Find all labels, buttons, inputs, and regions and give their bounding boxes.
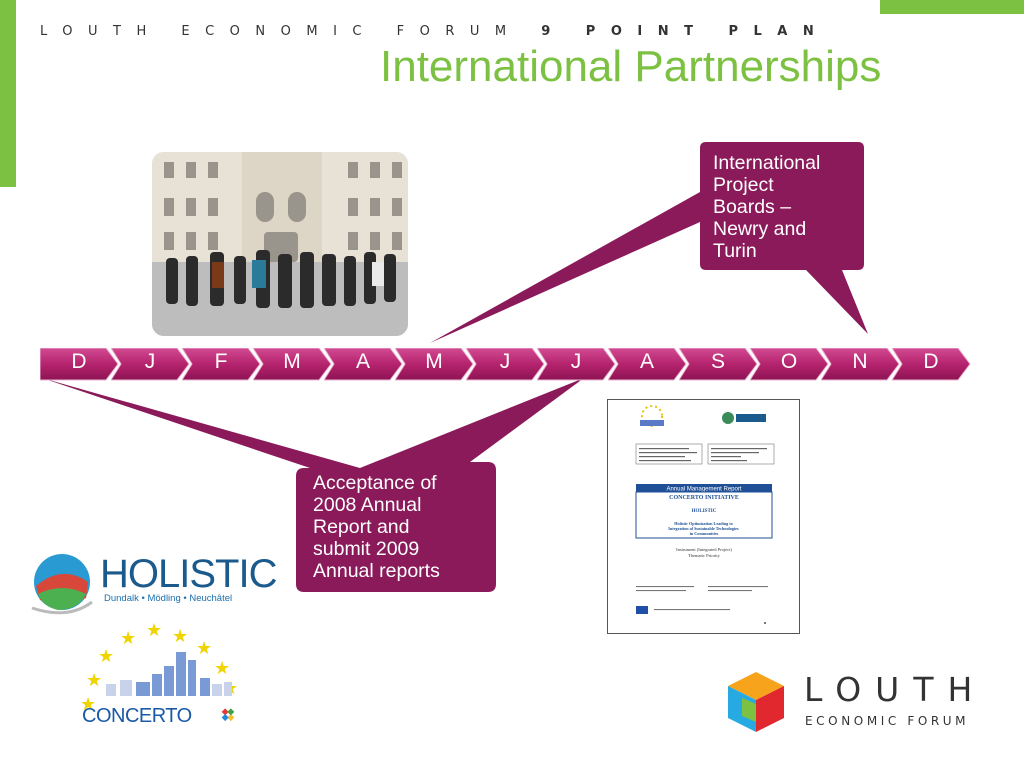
svg-text:★: ★ bbox=[120, 628, 136, 649]
svg-text:HOLISTIC: HOLISTIC bbox=[692, 509, 717, 514]
timeline-month-label: J bbox=[144, 350, 156, 373]
svg-text:★: ★ bbox=[214, 658, 230, 679]
timeline-month-label: D bbox=[923, 350, 939, 373]
annual-report-thumbnail: Annual Management Report CONCERTO INITIA… bbox=[607, 399, 800, 634]
timeline-month-chevron bbox=[323, 347, 403, 381]
concerto-logo-text: CONCERTO bbox=[82, 705, 192, 727]
svg-text:Thematic Priority: Thematic Priority bbox=[688, 553, 721, 558]
svg-text:CONCERTO INITIATIVE: CONCERTO INITIATIVE bbox=[669, 495, 739, 501]
timeline-month-chevron bbox=[820, 347, 900, 381]
forum-label: LOUTH ECONOMIC FORUM bbox=[40, 24, 522, 39]
concerto-logo-icon: ★★★ ★★★ ★★★ bbox=[80, 622, 238, 722]
timeline-month-chevron bbox=[110, 347, 190, 381]
timeline-month-label: J bbox=[570, 350, 582, 373]
svg-text:Instrument (Integrated Project: Instrument (Integrated Project) bbox=[676, 547, 732, 552]
timeline-month-label: D bbox=[71, 350, 87, 373]
timeline-month-chevron bbox=[465, 347, 545, 381]
eu-flag-icon bbox=[636, 606, 648, 614]
callout-text-annual-reports: Acceptance of 2008 Annual Report and sub… bbox=[313, 472, 440, 582]
svg-text:Annual Management Report: Annual Management Report bbox=[666, 487, 741, 493]
report-holistic-logo-icon bbox=[722, 412, 766, 424]
timeline-month-label: F bbox=[214, 350, 228, 373]
timeline-month-label: N bbox=[852, 350, 868, 373]
svg-text:Holistic Optimisation Leading: Holistic Optimisation Leading to Integra… bbox=[668, 521, 739, 536]
timeline-month-label: S bbox=[710, 350, 725, 373]
timeline-month-label: J bbox=[499, 350, 511, 373]
timeline-month-chevron bbox=[394, 347, 474, 381]
louth-logo-text: LOUTH bbox=[804, 670, 987, 709]
group-photo bbox=[152, 152, 408, 336]
callout-project-boards bbox=[430, 142, 868, 343]
timeline-month-label: O bbox=[780, 350, 798, 373]
svg-text:★: ★ bbox=[86, 670, 102, 691]
svg-text:★: ★ bbox=[98, 646, 114, 667]
slide-title: International Partnerships bbox=[380, 42, 882, 91]
timeline-month-chevron bbox=[891, 347, 971, 381]
timeline-month-chevron bbox=[749, 347, 829, 381]
louth-cube-icon bbox=[728, 672, 784, 732]
timeline-month-label: A bbox=[639, 350, 654, 373]
timeline-month-chevron bbox=[678, 347, 758, 381]
svg-text:★: ★ bbox=[172, 626, 188, 647]
callout-text-project-boards: International Project Boards – Newry and… bbox=[713, 152, 821, 262]
report-concerto-logo-icon bbox=[640, 405, 664, 427]
louth-logo-subtitle: ECONOMIC FORUM bbox=[805, 714, 970, 728]
top-accent-bar bbox=[880, 0, 1024, 14]
holistic-globe-icon bbox=[31, 554, 93, 615]
holistic-logo-subtitle: Dundalk • Mödling • Neuchâtel bbox=[104, 593, 233, 604]
timeline-month-label: M bbox=[283, 350, 301, 373]
timeline-month-chevron bbox=[181, 347, 261, 381]
timeline-month-chevron bbox=[252, 347, 332, 381]
timeline-month-label: A bbox=[355, 350, 370, 373]
plan-label: 9 POINT PLAN bbox=[541, 24, 830, 39]
svg-text:★: ★ bbox=[196, 638, 212, 659]
left-accent-bar bbox=[0, 0, 16, 187]
slide-header: LOUTH ECONOMIC FORUM 9 POINT PLAN bbox=[40, 24, 829, 39]
timeline-month-chevron bbox=[39, 347, 119, 381]
holistic-logo-text: HOLISTIC bbox=[100, 552, 277, 596]
svg-text:★: ★ bbox=[80, 694, 96, 715]
timeline-month-chevron bbox=[536, 347, 616, 381]
timeline-month-chevron bbox=[607, 347, 687, 381]
svg-text:★: ★ bbox=[146, 622, 162, 641]
callout-annual-reports bbox=[42, 378, 584, 592]
timeline-month-label: M bbox=[425, 350, 443, 373]
